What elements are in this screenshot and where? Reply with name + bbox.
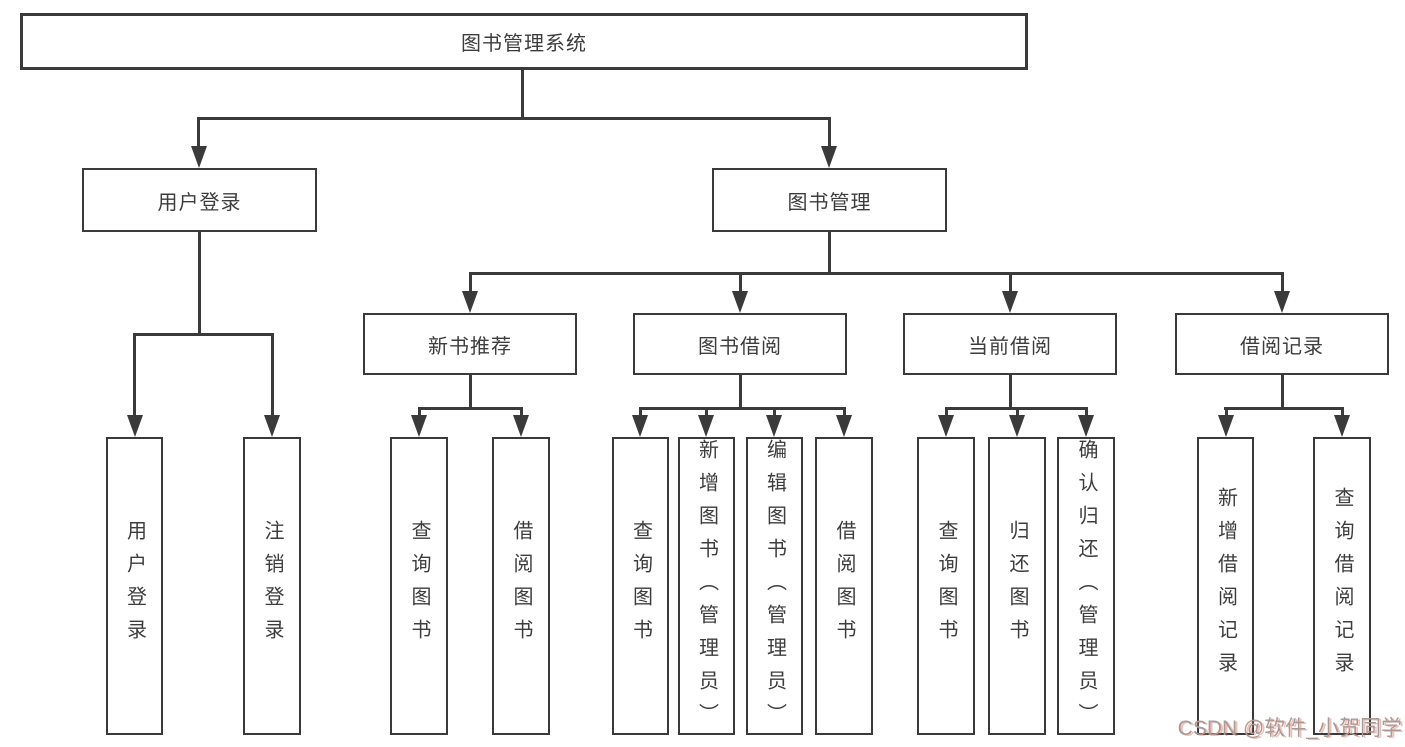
- leaf-add-book-admin: 新增图书（管理员）: [678, 437, 735, 736]
- connector-recommend-leaves-bar: [418, 407, 523, 410]
- leaf-confirm-return-admin: 确认归还（管理员）: [1057, 437, 1115, 736]
- connector-stem-leaf-query-record: [1341, 407, 1344, 419]
- arrowhead-leaf-query-current: [938, 415, 954, 437]
- leaf-edit-book-admin-label: 编辑图书（管理员）: [763, 439, 786, 736]
- node-current-borrow: 当前借阅: [903, 313, 1117, 375]
- connector-stem-leaf-query-recommend: [418, 407, 421, 419]
- leaf-return-books: 归还图书: [988, 437, 1046, 735]
- node-borrow-records-label: 借阅记录: [1240, 335, 1324, 358]
- arrowhead-leaf-logout: [264, 415, 280, 437]
- arrowhead-book-borrow: [732, 291, 748, 313]
- leaf-edit-book-admin: 编辑图书（管理员）: [746, 437, 803, 736]
- node-book-management: 图书管理: [712, 168, 947, 232]
- connector-user-leaves-bar: [134, 333, 274, 336]
- connector-root-drop: [521, 70, 524, 118]
- leaf-query-borrow-record-label: 查询借阅记录: [1331, 487, 1353, 685]
- node-new-book-recommend: 新书推荐: [363, 313, 577, 375]
- arrowhead-book-management: [821, 146, 837, 168]
- connector-stem-leaf-confirm-return: [1085, 407, 1088, 419]
- connector-stem-borrow-records: [1281, 272, 1284, 296]
- leaf-query-books-borrow: 查询图书: [612, 437, 669, 735]
- node-user-login: 用户登录: [82, 168, 317, 232]
- connector-new-book-recommend-drop: [469, 375, 472, 408]
- leaf-borrow-books-label: 借阅图书: [833, 520, 855, 652]
- csdn-watermark: CSDN @软件_小贺同学: [1177, 717, 1402, 740]
- node-borrow-records: 借阅记录: [1175, 313, 1389, 375]
- node-user-login-label: 用户登录: [157, 191, 242, 214]
- connector-book-management-drop: [828, 232, 831, 275]
- leaf-user-login-label: 用户登录: [123, 520, 146, 652]
- connector-stem-leaf-edit-book: [773, 407, 776, 419]
- arrowhead-leaf-add-book: [698, 415, 714, 437]
- arrowhead-user-login: [191, 146, 207, 168]
- arrowhead-leaf-query-record: [1334, 415, 1350, 437]
- connector-stem-leaf-borrow-recommend: [520, 407, 523, 419]
- leaf-borrow-books-recommend-label: 借阅图书: [510, 520, 532, 652]
- arrowhead-borrow-records: [1274, 291, 1290, 313]
- node-current-borrow-label: 当前借阅: [968, 335, 1052, 358]
- arrowhead-leaf-user-login: [127, 415, 143, 437]
- connector-records-leaves-bar: [1224, 407, 1344, 410]
- arrowhead-new-book-recommend: [462, 291, 478, 313]
- leaf-query-books-current-label: 查询图书: [935, 520, 957, 652]
- connector-stem-leaf-borrow-books: [843, 407, 846, 419]
- node-new-book-recommend-label: 新书推荐: [428, 335, 512, 358]
- connector-user-login-drop: [198, 232, 201, 335]
- leaf-logout: 注销登录: [243, 437, 301, 735]
- leaf-add-book-admin-label: 新增图书（管理员）: [695, 439, 718, 736]
- connector-stem-leaf-return-books: [1016, 407, 1019, 419]
- node-book-borrow-label: 图书借阅: [698, 335, 782, 358]
- node-book-borrow: 图书借阅: [633, 313, 847, 375]
- arrowhead-leaf-borrow-recommend: [513, 415, 529, 437]
- leaf-query-borrow-record: 查询借阅记录: [1313, 437, 1371, 735]
- leaf-query-books-current: 查询图书: [917, 437, 975, 735]
- leaf-add-borrow-record-label: 新增借阅记录: [1214, 487, 1237, 685]
- node-root: 图书管理系统: [20, 13, 1028, 70]
- arrowhead-current-borrow: [1002, 291, 1018, 313]
- connector-stem-leaf-add-book: [705, 407, 708, 419]
- leaf-query-books-borrow-label: 查询图书: [629, 520, 652, 652]
- leaf-add-borrow-record: 新增借阅记录: [1197, 437, 1254, 735]
- connector-current-borrow-drop: [1009, 375, 1012, 408]
- leaf-query-books-recommend: 查询图书: [390, 437, 448, 735]
- arrowhead-leaf-borrow-books: [836, 415, 852, 437]
- leaf-return-books-label: 归还图书: [1006, 520, 1028, 652]
- connector-stem-book-management: [828, 117, 831, 150]
- arrowhead-leaf-edit-book: [766, 415, 782, 437]
- connector-level3-bar: [469, 272, 1284, 275]
- arrowhead-leaf-query-borrow: [632, 415, 648, 437]
- node-root-label: 图书管理系统: [461, 33, 587, 55]
- connector-stem-leaf-query-current: [945, 407, 948, 419]
- leaf-logout-label: 注销登录: [261, 520, 283, 652]
- leaf-borrow-books-recommend: 借阅图书: [492, 437, 550, 735]
- connector-stem-current-borrow: [1009, 272, 1012, 296]
- connector-stem-leaf-add-record: [1225, 407, 1228, 419]
- connector-book-borrow-drop: [739, 375, 742, 408]
- leaf-borrow-books: 借阅图书: [815, 437, 873, 735]
- leaf-query-books-recommend-label: 查询图书: [408, 520, 430, 652]
- leaf-user-login: 用户登录: [106, 437, 163, 735]
- node-book-management-label: 图书管理: [787, 191, 872, 214]
- connector-stem-new-book-recommend: [469, 272, 472, 296]
- connector-stem-leaf-user-login: [133, 333, 136, 419]
- connector-borrow-records-drop: [1281, 375, 1284, 408]
- arrowhead-leaf-add-record: [1218, 415, 1234, 437]
- connector-stem-leaf-logout: [271, 333, 274, 419]
- connector-stem-book-borrow: [739, 272, 742, 296]
- arrowhead-leaf-confirm-return: [1078, 415, 1094, 437]
- arrowhead-leaf-return-books: [1009, 415, 1025, 437]
- leaf-confirm-return-admin-label: 确认归还（管理员）: [1075, 439, 1097, 736]
- connector-stem-user-login: [197, 117, 200, 150]
- arrowhead-leaf-query-recommend: [411, 415, 427, 437]
- connector-stem-leaf-query-borrow: [639, 407, 642, 419]
- connector-level2-bar: [198, 117, 831, 120]
- connector-borrow-leaves-bar: [639, 407, 845, 410]
